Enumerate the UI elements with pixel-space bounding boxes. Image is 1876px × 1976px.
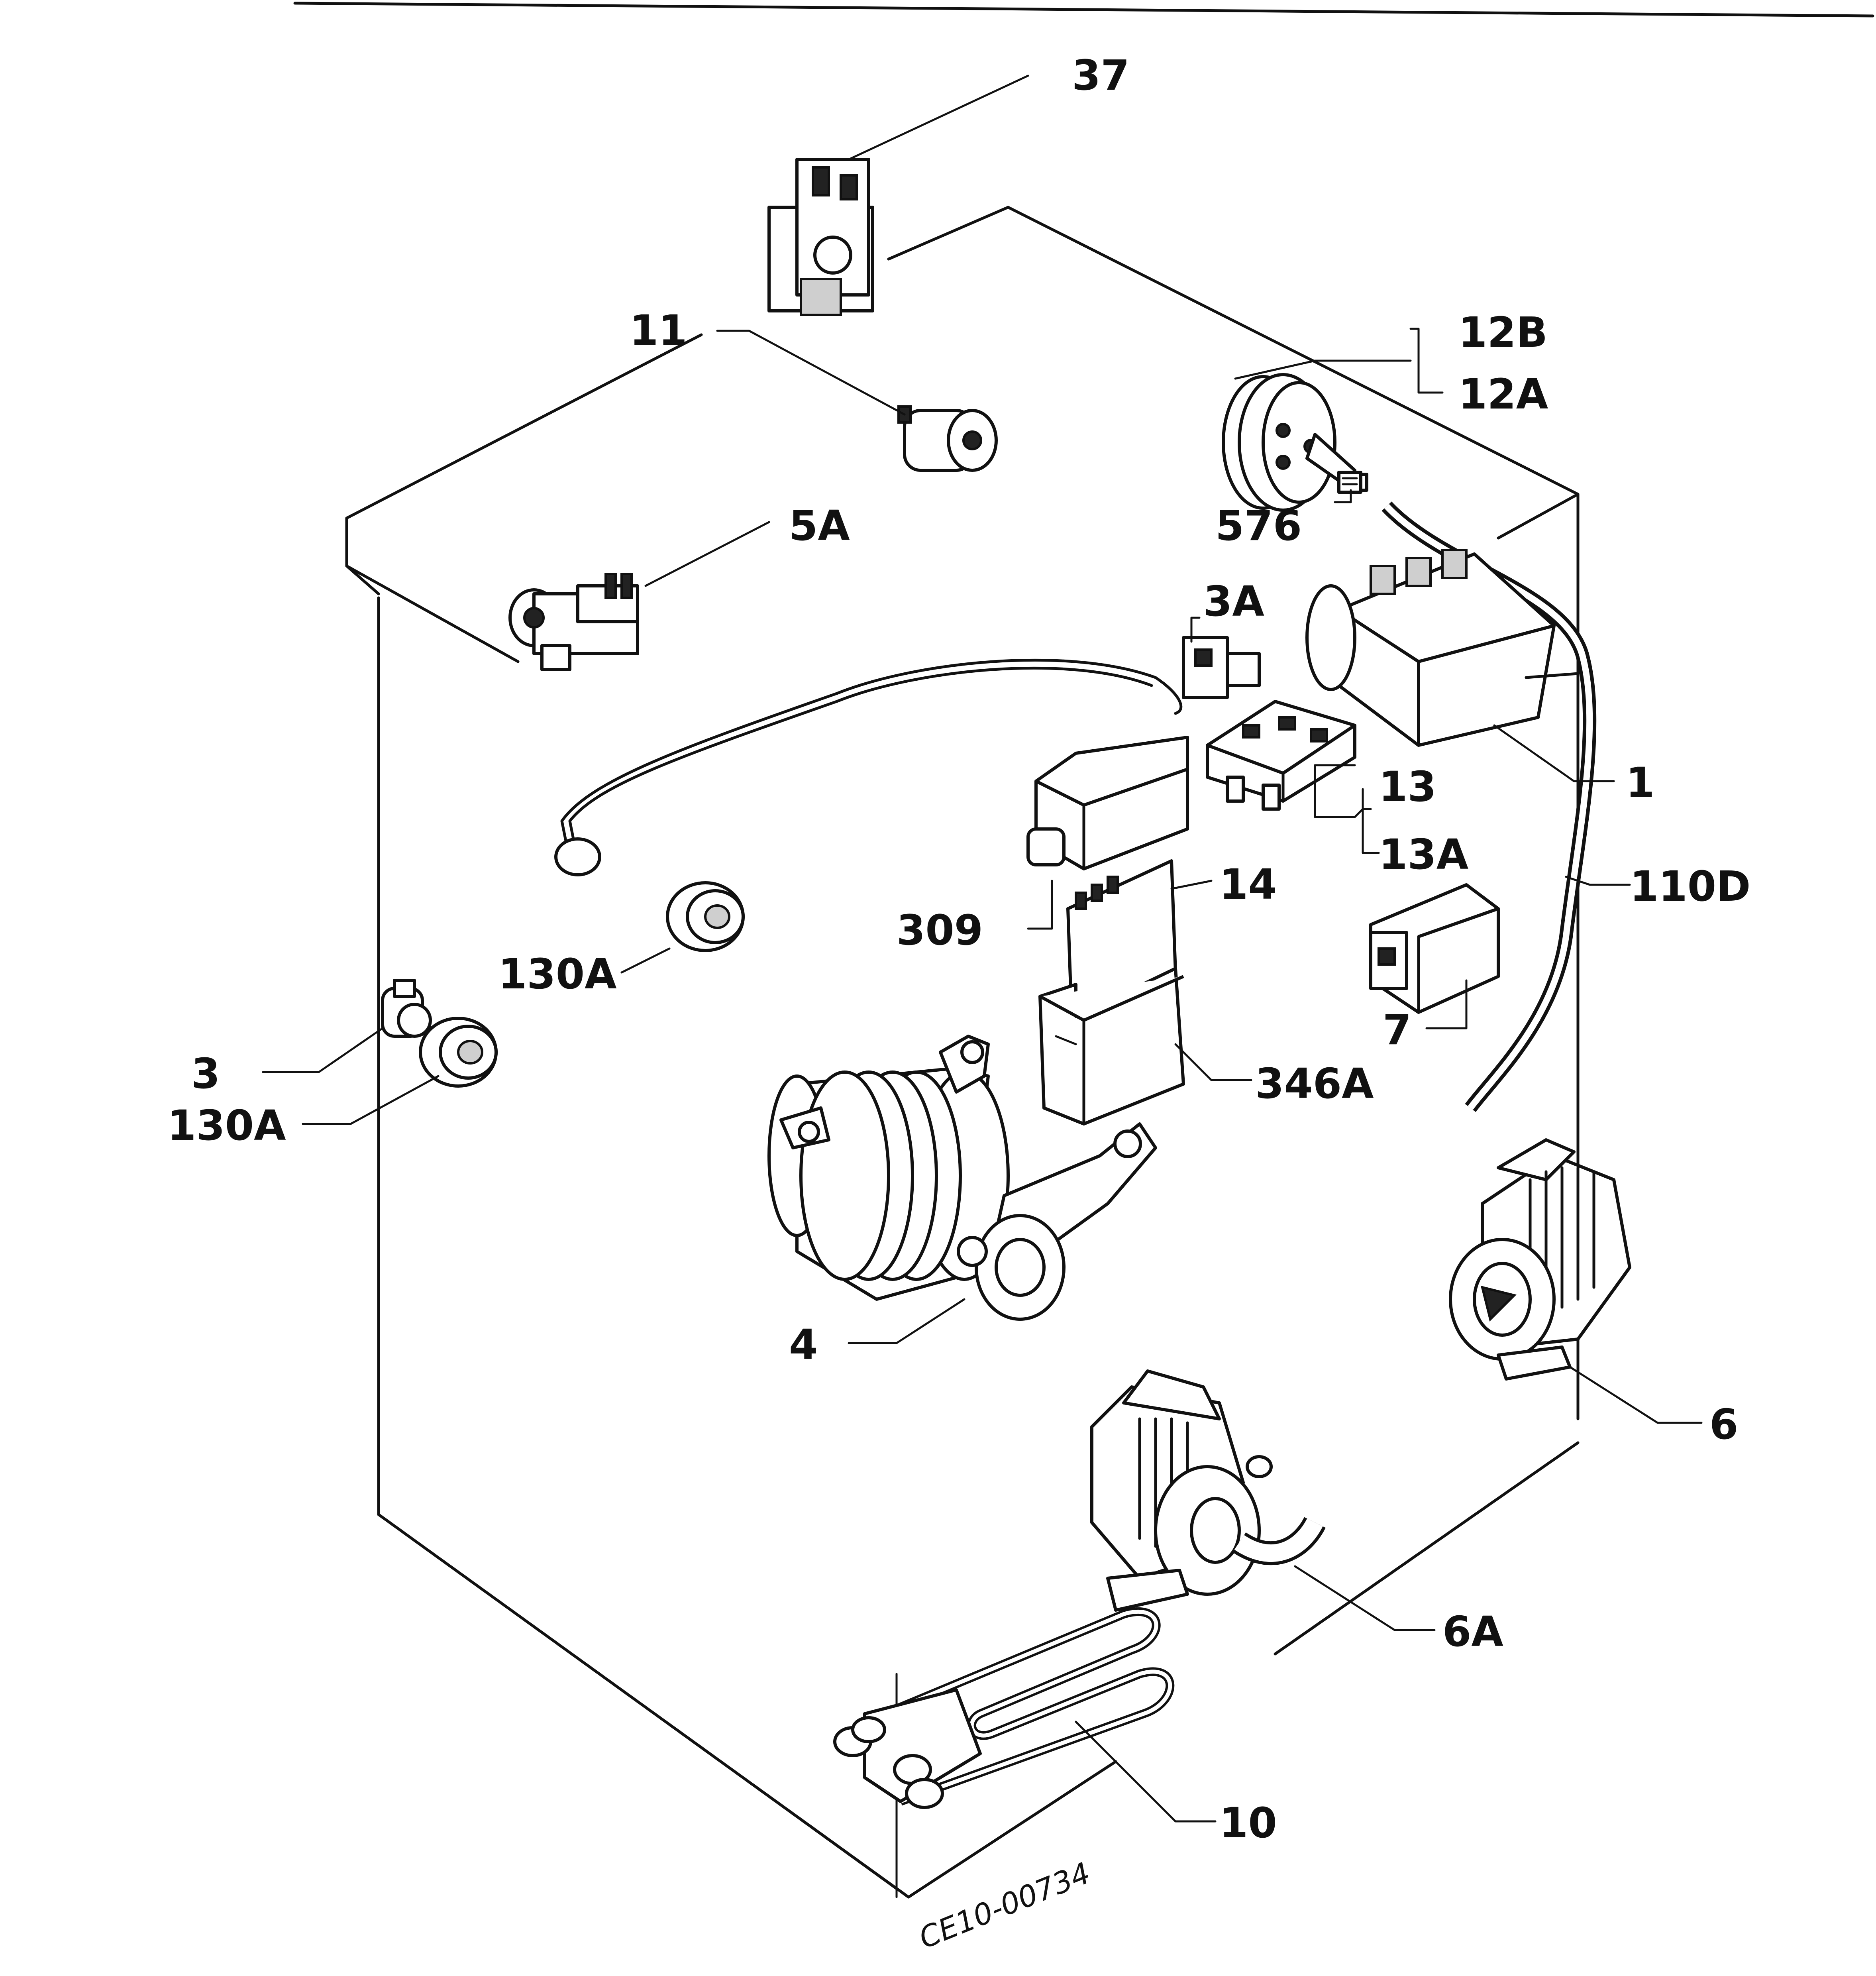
door-interlock-part [1369,883,1500,1014]
label-10: 10 [1219,1799,1277,1847]
drain-pump-part-alt [1090,1369,1326,1612]
label-13a: 13A [1379,830,1468,879]
timer-programmer-part [1305,549,1580,747]
label-11: 11 [630,306,687,355]
grommet-part-lower [419,1017,498,1088]
module-cover-part [1026,736,1189,870]
label-1: 1 [1626,758,1654,807]
drive-motor-part [767,1035,1157,1321]
capacitor-part [897,405,998,472]
label-110d: 110D [1630,862,1750,911]
label-576: 576 [1215,501,1302,550]
drain-pump-part [1449,1138,1631,1381]
label-346a: 346A [1255,1059,1374,1108]
label-309: 309 [897,906,983,955]
label-4: 4 [789,1320,818,1369]
label-130a-lower: 130A [167,1101,286,1150]
label-5a: 5A [789,501,850,550]
thermostat-part [381,979,432,1038]
inlet-valve-part [508,573,639,671]
leader-lines [262,75,1703,1823]
grommet-part-upper [666,881,745,952]
label-7: 7 [1383,1006,1411,1054]
label-6: 6 [1709,1400,1738,1449]
label-130a-upper: 130A [498,950,617,998]
small-connector-part [1337,471,1362,494]
wired-thermostat-part [554,636,1261,876]
door-lock-bracket-part [767,158,874,316]
label-12b: 12B [1458,308,1548,357]
module-housing-part [1038,967,1185,1125]
top-border-line [293,2,1874,18]
heating-element-part [833,1607,1175,1809]
drawing-code: CE10-00734 [914,1856,1095,1956]
label-12a: 12A [1458,370,1548,418]
label-13: 13 [1379,762,1436,811]
label-3a: 3A [1203,577,1264,626]
cabinet-outline [345,206,1580,1899]
label-6a: 6A [1442,1607,1503,1656]
label-14: 14 [1219,860,1277,909]
label-3: 3 [191,1049,220,1098]
label-37: 37 [1072,51,1130,100]
pressure-switch-part [1222,373,1368,512]
switch-block-part [1206,700,1356,811]
